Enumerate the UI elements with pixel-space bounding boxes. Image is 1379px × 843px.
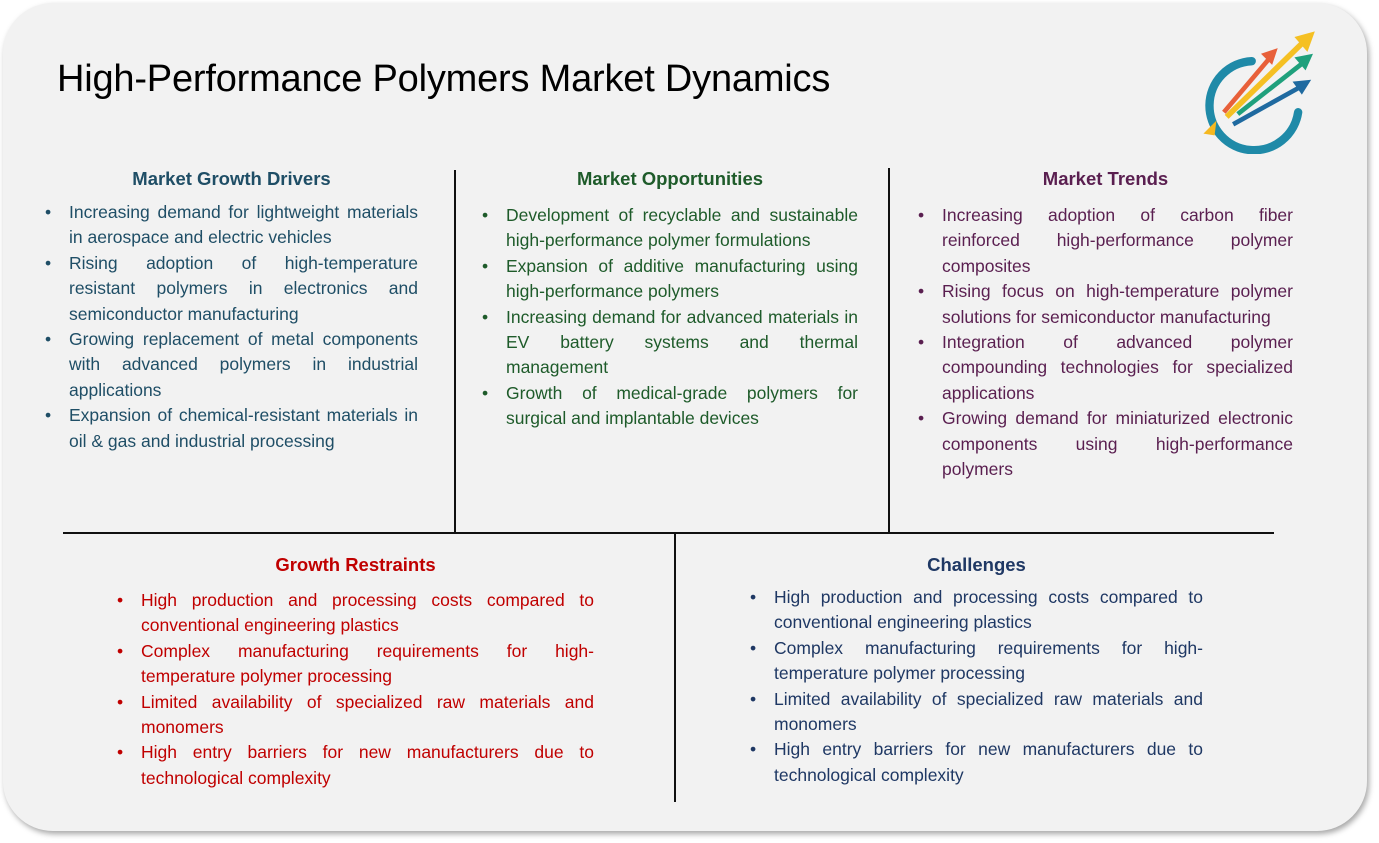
list-item-text: High entry barriers for new manufacturer… [774,739,1203,785]
section-challenges: Challenges • High production and processin… [750,552,1203,788]
bullet-list: • High production and processing costs co… [750,585,1203,788]
section-heading: Market Trends [1042,168,1169,189]
bullet-list: • Development of recyclable and sustainab… [482,203,858,432]
bullet-icon: • [482,382,489,403]
list-item: • Complex manufacturing requirements for … [750,636,1203,687]
list-item: • High entry barriers for new manufacture… [750,737,1203,788]
bullet-icon: • [45,252,52,273]
list-item: • Limited availability of specialized raw… [750,687,1203,738]
divider [454,170,456,533]
bullet-icon: • [750,688,757,709]
bullet-icon: • [45,329,52,350]
section-heading: Challenges [927,554,1026,575]
list-item: • Growing demand for miniaturized electro… [918,406,1293,482]
bullet-icon: • [45,202,52,222]
list-item-text: Limited availability of specialized raw … [141,691,594,738]
list-item: • Growing replacement of metal components… [45,327,418,403]
bullet-icon: • [117,742,124,763]
bullet-icon: • [750,637,757,658]
list-item-text: Rising focus on high-temperature polymer… [942,281,1293,327]
section-drivers: Market Growth Drivers • Increasing demand … [45,166,418,454]
bullet-list: • Increasing adoption of carbon fiber rei… [918,203,1293,482]
list-item-text: Growth of medical-grade polymers for sur… [506,382,858,429]
divider [674,534,676,802]
page-title: High-Performance Polymers Market Dynamic… [57,58,831,100]
list-item: • Increasing demand for advanced material… [482,305,858,381]
list-item: • Rising focus on high-temperature polyme… [918,279,1293,330]
bullet-icon: • [45,405,52,426]
growth-arrows-logo-icon [1203,31,1315,154]
list-item-text: High entry barriers for new manufacturer… [141,742,594,788]
list-item-text: Growing demand for miniaturized electron… [942,408,1293,480]
list-item: • Increasing demand for lightweight mater… [45,200,418,251]
list-item-text: Increasing adoption of carbon fiber rein… [942,205,1293,276]
list-item: • Complex manufacturing requirements for … [117,639,594,690]
list-item-text: Complex manufacturing requirements for h… [774,637,1203,684]
bullet-icon: • [482,255,489,276]
list-item-text: Expansion of additive manufacturing usin… [506,255,858,302]
list-item: • Rising adoption of high-temperature res… [45,251,418,327]
list-item-text: Development of recyclable and sustainabl… [506,205,858,251]
bullet-icon: • [750,587,757,607]
list-item: • Increasing adoption of carbon fiber rei… [918,203,1293,279]
list-item-text: Expansion of chemical-resistant material… [69,405,418,451]
section-heading: Growth Restraints [275,554,436,575]
list-item-text: Complex manufacturing requirements for h… [141,640,594,687]
section-heading: Market Growth Drivers [132,168,331,189]
bullet-icon: • [117,691,124,712]
list-item: • High production and processing costs co… [117,588,594,639]
list-item-text: High production and processing costs com… [774,587,1203,633]
list-item: • Integration of advanced polymer compoun… [918,330,1293,406]
bullet-icon: • [918,281,925,302]
list-item-text: Rising adoption of high-temperature resi… [69,252,418,324]
list-item: • Expansion of additive manufacturing usi… [482,254,858,305]
divider [888,168,890,533]
list-item: • High entry barriers for new manufacture… [117,740,594,791]
bullet-list: • High production and processing costs co… [117,588,594,791]
bullet-icon: • [750,739,757,760]
bullet-icon: • [918,332,925,353]
list-item-text: Integration of advanced polymer compound… [942,332,1293,403]
dynamics-card [3,3,1367,831]
bullet-icon: • [117,640,124,661]
list-item-text: Growing replacement of metal components … [69,329,418,400]
list-item: • High production and processing costs co… [750,585,1203,636]
section-restraints: Growth Restraints • High production and pr… [117,552,594,791]
list-item: • Development of recyclable and sustainab… [482,203,858,254]
bullet-icon: • [918,408,925,429]
section-opportunities: Market Opportunities • Development of recy… [482,166,858,432]
list-item: • Limited availability of specialized raw… [117,690,594,741]
section-trends: Market Trends • Increasing adoption of car… [918,166,1293,482]
section-heading: Market Opportunities [576,168,764,189]
divider [63,532,1274,534]
bullet-icon: • [482,205,489,225]
list-item-text: Increasing demand for lightweight materi… [69,202,418,248]
bullet-icon: • [117,590,124,610]
bullet-icon: • [482,306,489,327]
list-item: • Expansion of chemical-resistant materia… [45,403,418,454]
list-item: • Growth of medical-grade polymers for su… [482,381,858,432]
list-item-text: Increasing demand for advanced materials… [506,306,858,378]
list-item-text: Limited availability of specialized raw … [774,688,1203,735]
bullet-icon: • [918,205,925,225]
list-item-text: High production and processing costs com… [141,590,594,636]
bullet-list: • Increasing demand for lightweight mater… [45,200,418,454]
